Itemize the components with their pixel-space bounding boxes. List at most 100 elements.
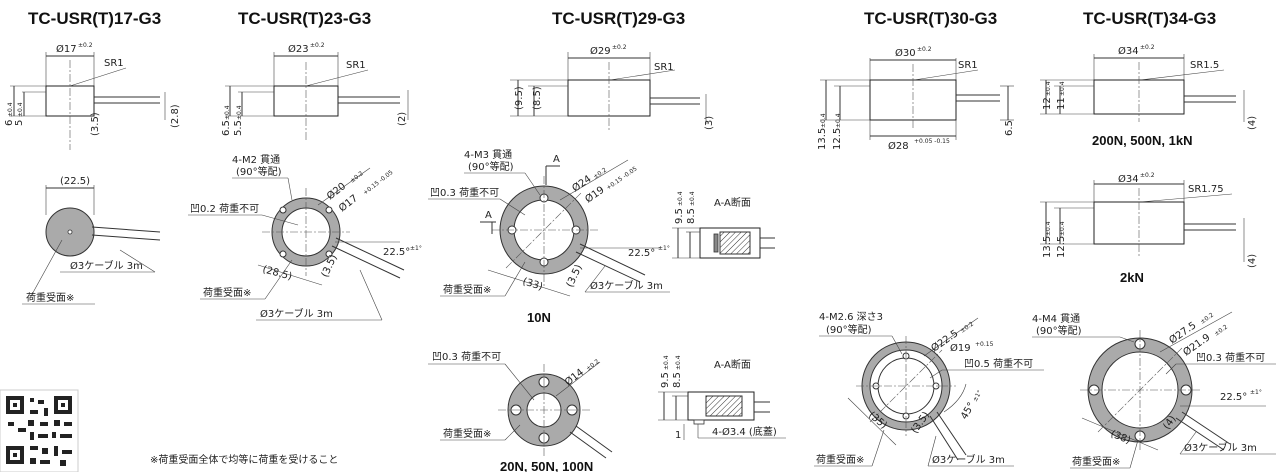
dim-34-dia-tol: ±0.2 <box>1140 44 1155 51</box>
title-30: TC-USR(T)30-G3 <box>864 9 997 28</box>
dim-30-dia-tol: ±0.2 <box>917 46 932 53</box>
dim-30-m26b: (90°等配) <box>826 323 872 336</box>
dim-34b-135-tol: ±0.4 <box>1045 221 1052 236</box>
model-29-top-view-10n: 22.5° ±1° 4-M3 貫通 (90°等配) A A 凹0.3 荷重不可 … <box>428 149 670 325</box>
dim-34-12: 12 <box>1042 97 1053 110</box>
dim-30-45-tol: ±1° <box>972 389 984 403</box>
dim-34-12-tol: ±0.4 <box>1045 81 1052 96</box>
model-34-side-view-2kn: Ø34 ±0.2 SR1.75 13.5 ±0.4 12.5 ±0.4 (4) … <box>1040 172 1258 285</box>
title-23: TC-USR(T)23-G3 <box>238 9 371 28</box>
dim-34b-sr: SR1.75 <box>1188 184 1224 195</box>
dim-29-m3b: (90°等配) <box>468 160 514 173</box>
dim-23-h65: 6.5 <box>221 120 232 136</box>
load-label-29b: 荷重受面※ <box>443 427 491 440</box>
model-23-top-view: 22.5° ±1° 4-M2 貫通 (90°等配) 凹0.2 荷重不可 Ø20 … <box>188 154 422 321</box>
model-17-side-view: Ø17 ±0.2 SR1 6 ±0.4 5 ±0.4 (3.5) (2.8) <box>4 42 181 150</box>
dim-29-85: (8.5) <box>532 86 543 110</box>
load-label-23: 荷重受面※ <box>203 286 251 299</box>
dim-34c-m4b: (90°等配) <box>1036 324 1082 337</box>
dim-29b-recess: 凹0.3 荷重不可 <box>432 350 501 363</box>
dim-30-o28-tol: +0.05 -0.15 <box>914 138 950 145</box>
dim-17-sr: SR1 <box>104 58 124 69</box>
section-29b-aa: A-A断面 <box>714 358 751 371</box>
model-23-side-view: Ø23 ±0.2 SR1 6.5 ±0.4 5.5 ±0.4 (2) <box>221 42 409 140</box>
dim-23-285: (28.5) <box>261 264 293 282</box>
dim-34c-angle: 22.5° <box>1220 392 1247 403</box>
cable-label-29: Ø3ケーブル 3m <box>590 279 663 292</box>
dim-29-A-top: A <box>553 154 560 165</box>
model-30-top-view: 4-M2.6 深さ3 (90°等配) Ø22.5 ±0.2 Ø19 +0.15 … <box>814 311 1044 467</box>
dim-34b-4: (4) <box>1247 254 1258 268</box>
model-17-top-view: (22.5) Ø3ケーブル 3m 荷重受面※ <box>22 176 161 305</box>
section-29b-95: 9.5 <box>660 372 671 388</box>
section-29b-85: 8.5 <box>672 372 683 388</box>
dim-23-h55: 5.5 <box>233 120 244 136</box>
dim-23-angle: 22.5° <box>383 247 410 258</box>
section-29-95-tol: ±0.4 <box>677 191 684 206</box>
load-label-34: 荷重受面※ <box>1072 455 1120 468</box>
section-29-aa: A-A断面 <box>714 196 751 209</box>
dim-30-o225-tol: ±0.2 <box>959 320 975 334</box>
title-34: TC-USR(T)34-G3 <box>1083 9 1216 28</box>
dim-29-dia-tol: ±0.2 <box>612 44 627 51</box>
dim-29-33: (33) <box>521 276 544 293</box>
dim-30-m26: 4-M2.6 深さ3 <box>819 311 883 323</box>
dim-30-135: 13.5 <box>817 128 828 150</box>
dim-30-135-tol: ±0.4 <box>820 113 827 128</box>
dim-29-sr: SR1 <box>654 62 674 73</box>
load-label-29a: 荷重受面※ <box>443 283 491 296</box>
dim-23-h55-tol: ±0.4 <box>236 105 243 120</box>
section-29b-hole: 4-Ø3.4 (底蓋) <box>712 425 777 438</box>
dim-30-recess: 凹0.5 荷重不可 <box>964 357 1033 370</box>
dim-34-dia: Ø34 <box>1118 45 1139 57</box>
dim-17-h5: 5 <box>14 120 25 126</box>
dim-23-dia: Ø23 <box>288 43 309 55</box>
dim-17-w225: (22.5) <box>60 176 90 187</box>
dim-29-angle-tol: ±1° <box>658 245 670 252</box>
dim-34b-dia: Ø34 <box>1118 173 1139 185</box>
dim-29b-o14: Ø14 <box>562 366 586 388</box>
dim-34-sr15: SR1.5 <box>1190 60 1219 71</box>
dim-29-c3: (3) <box>704 116 715 130</box>
dim-29-recess: 凹0.3 荷重不可 <box>430 186 499 199</box>
dim-23-o20-tol: ±0.2 <box>349 170 365 185</box>
cable-label-30: Ø3ケーブル 3m <box>932 453 1005 466</box>
dim-30-45: 45° <box>959 401 977 422</box>
dim-30-dia: Ø30 <box>895 47 916 59</box>
dim-34c-angle-tol: ±1° <box>1250 389 1262 396</box>
dim-23-m2b: (90°等配) <box>236 165 282 178</box>
dim-17-dia-tol: ±0.2 <box>78 42 93 49</box>
dim-30-o19-tol: +0.15 <box>975 341 994 348</box>
dim-29-A-left: A <box>485 210 492 221</box>
section-29-95: 9.5 <box>674 208 685 224</box>
dim-17-c35: (3.5) <box>90 112 101 136</box>
model-29-section-aa-10n: A-A断面 9.5 ±0.4 8.5 ±0.4 <box>672 191 775 259</box>
footnote: ※荷重受面全体で均等に荷重を受けること <box>150 453 338 466</box>
dim-17-dia: Ø17 <box>56 43 77 55</box>
dim-30-65: 6.5 <box>1004 120 1015 136</box>
dim-34c-o219-tol: ±0.2 <box>1213 323 1229 337</box>
dim-29b-o14-tol: ±0.2 <box>585 358 601 373</box>
dim-34b-135: 13.5 <box>1042 236 1053 258</box>
model-34-side-view-1kn: Ø34 ±0.2 SR1.5 12 ±0.4 11 ±0.4 (4) 200N,… <box>1040 44 1258 148</box>
model-29-top-view-100n: 凹0.3 荷重不可 Ø14 ±0.2 荷重受面※ 20N, 50N, 100N <box>428 350 613 472</box>
cable-label-23: Ø3ケーブル 3m <box>260 307 333 320</box>
model-29-side-view: Ø29 ±0.2 SR1 (9.5) (8.5) (3) <box>510 44 715 130</box>
dim-17-c28: (2.8) <box>170 104 181 128</box>
dim-23-m2: 4-M2 貫通 <box>232 154 280 166</box>
dim-23-c2: (2) <box>397 112 408 126</box>
dim-34-4: (4) <box>1247 116 1258 130</box>
dim-23-sr: SR1 <box>346 60 366 71</box>
dim-29-dia: Ø29 <box>590 45 611 57</box>
dim-17-h5-tol: ±0.4 <box>17 102 24 117</box>
model-30-side-view: Ø30 ±0.2 SR1 Ø28 +0.05 -0.15 13.5 ±0.4 1… <box>817 46 1015 152</box>
caption-34-1kn: 200N, 500N, 1kN <box>1092 133 1192 148</box>
cable-label-34: Ø3ケーブル 3m <box>1184 441 1257 454</box>
dim-23-h65-tol: ±0.4 <box>224 105 231 120</box>
dim-23-recess: 凹0.2 荷重不可 <box>190 202 259 215</box>
section-29-85-tol: ±0.4 <box>689 191 696 206</box>
dim-34b-dia-tol: ±0.2 <box>1140 172 1155 179</box>
section-29b-1: 1 <box>675 430 681 441</box>
dim-23-o17-tol: +0.15 -0.05 <box>362 169 395 197</box>
